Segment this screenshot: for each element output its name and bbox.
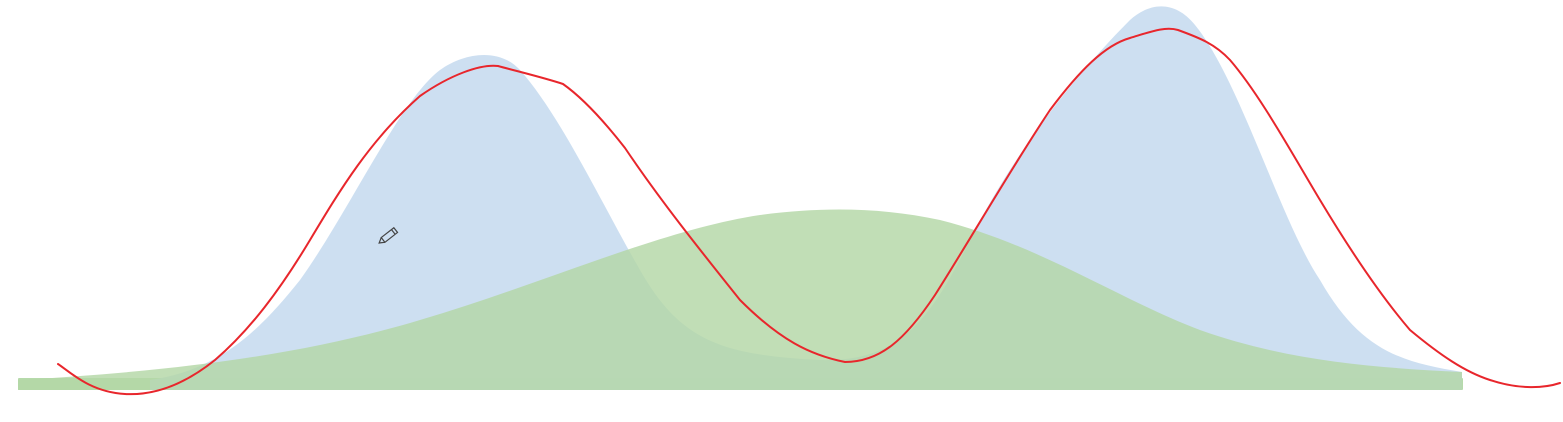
sketch-curve xyxy=(57,27,1561,396)
bimodal-density-area xyxy=(150,6,1462,391)
pencil-icon xyxy=(378,226,399,244)
